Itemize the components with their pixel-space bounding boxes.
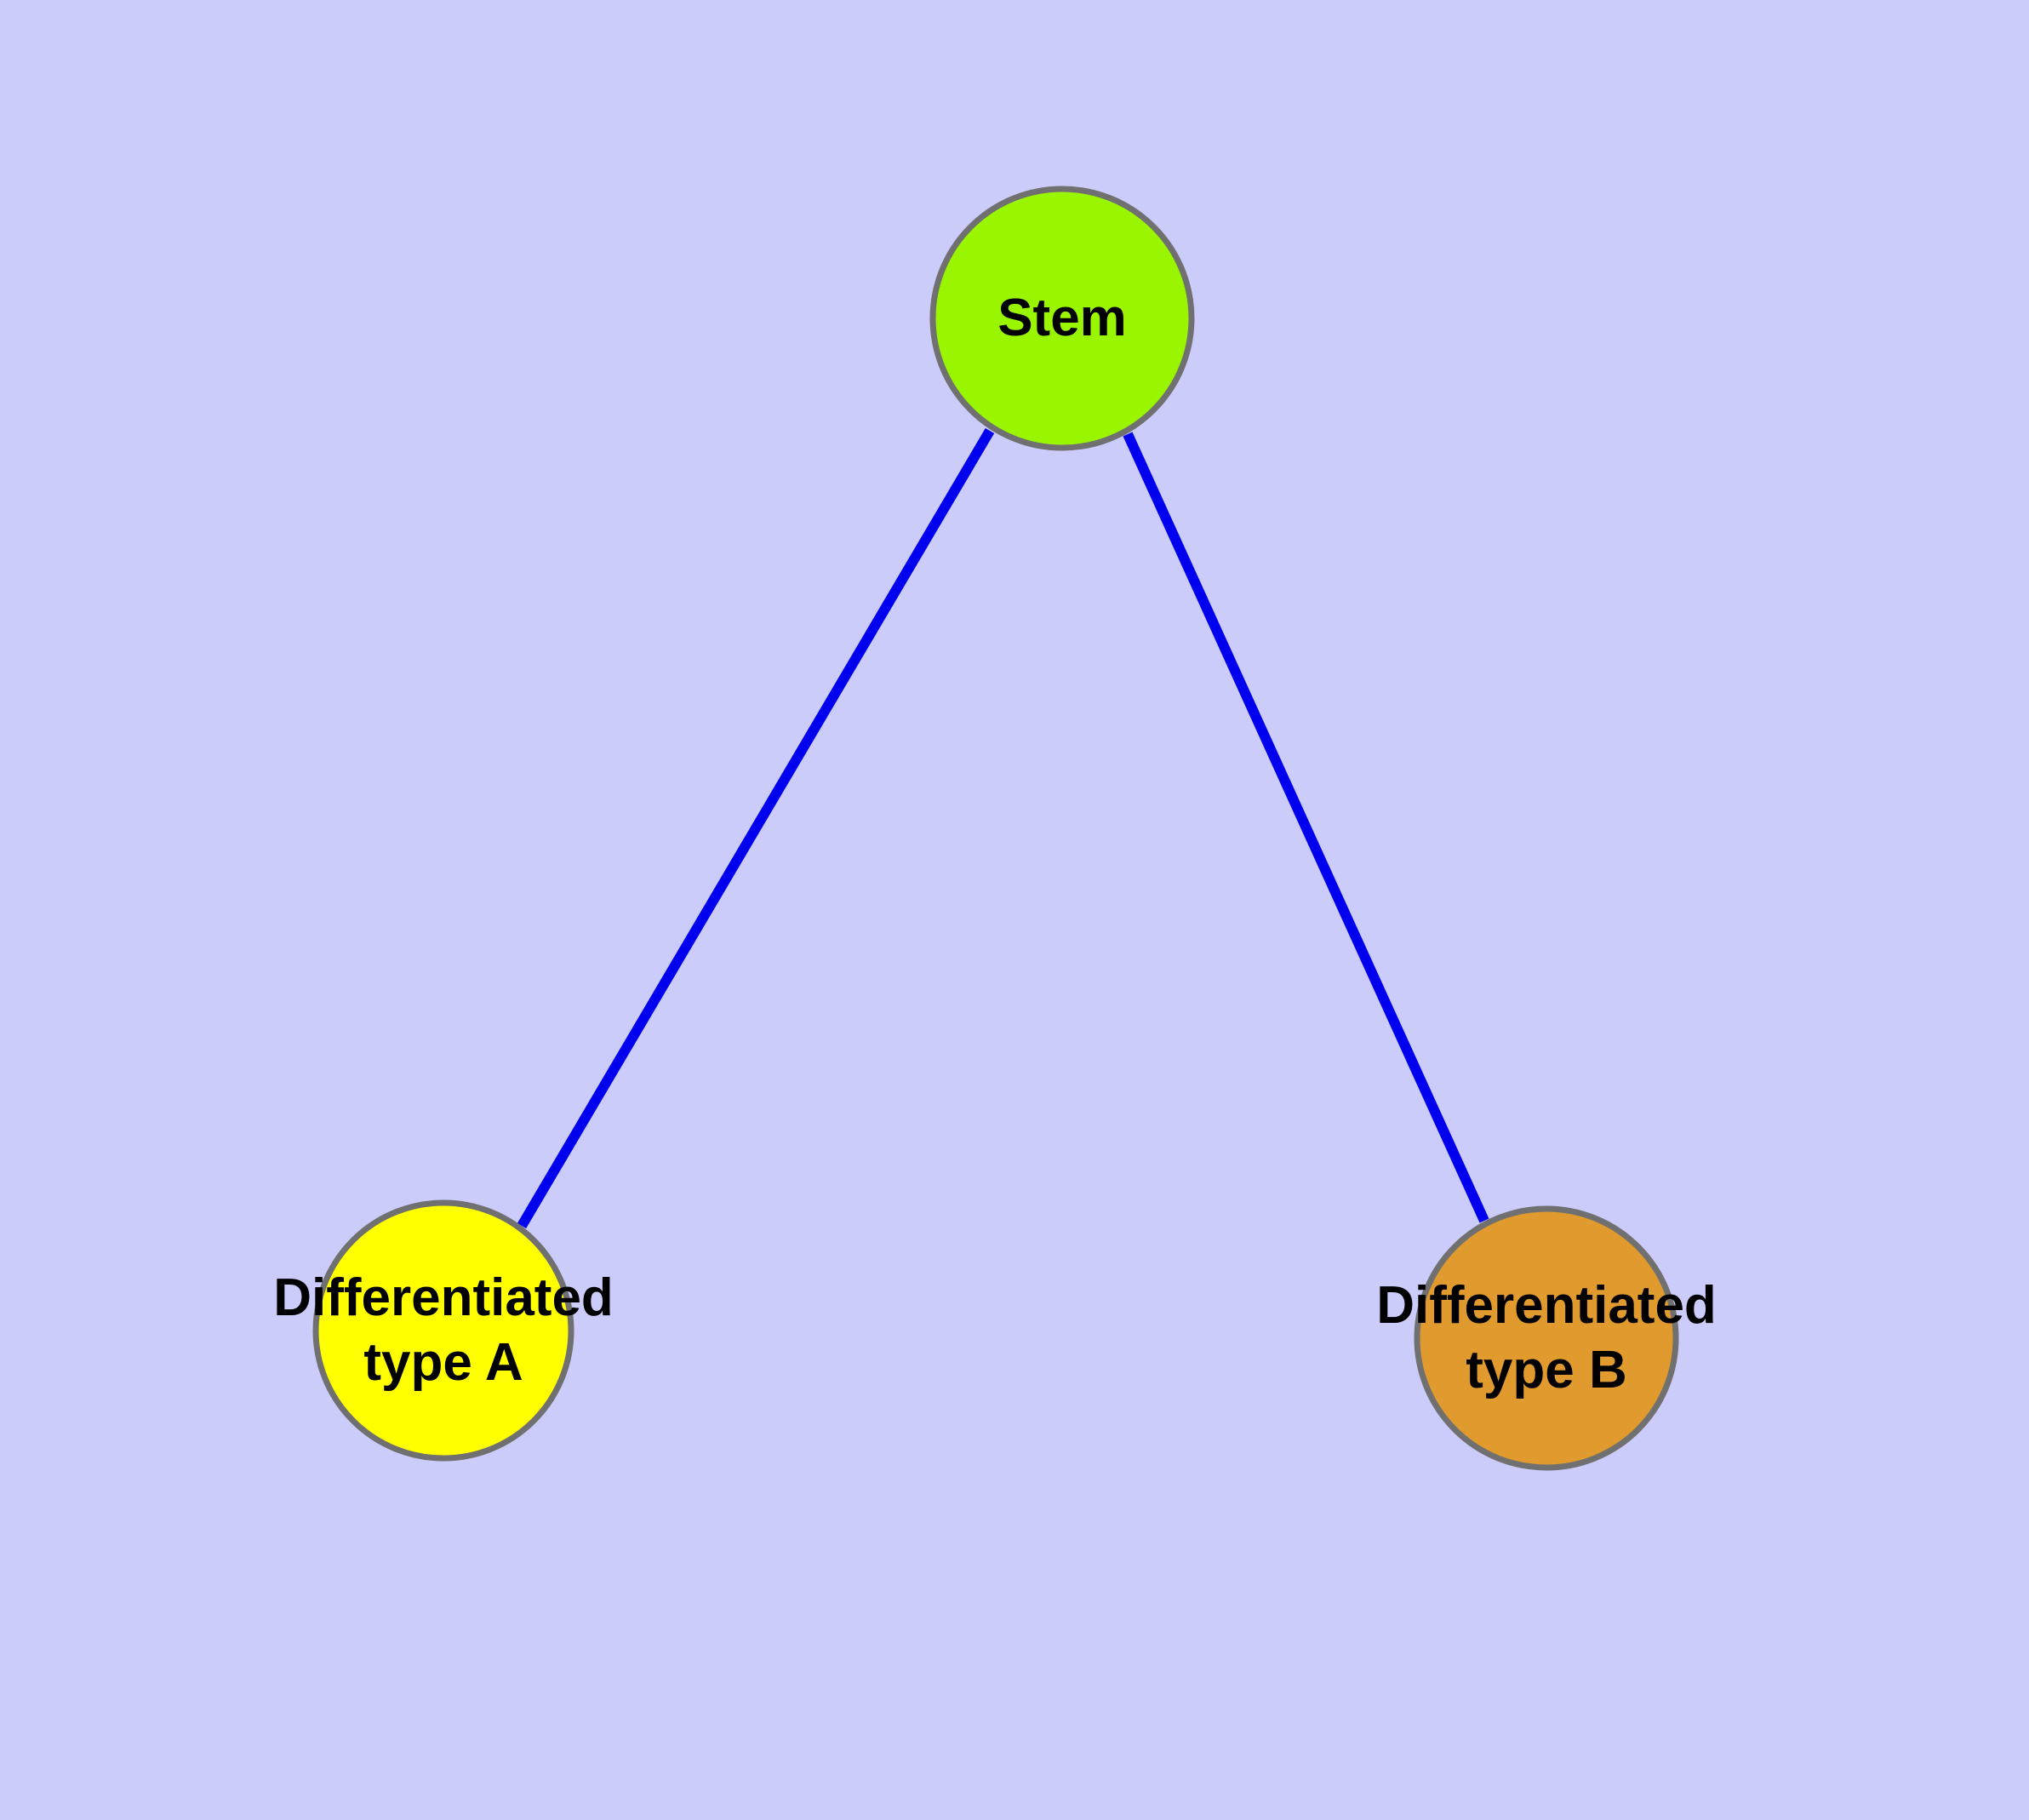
node-differentiated-type-b[interactable]	[1414, 1205, 1679, 1471]
edge-stem-to-diff-a[interactable]	[517, 427, 995, 1229]
node-layer	[312, 186, 1679, 1471]
node-stem[interactable]	[929, 186, 1195, 451]
edge-stem-to-diff-b[interactable]	[1123, 432, 1489, 1223]
edge-layer	[517, 427, 1489, 1229]
node-differentiated-type-a[interactable]	[312, 1199, 574, 1462]
